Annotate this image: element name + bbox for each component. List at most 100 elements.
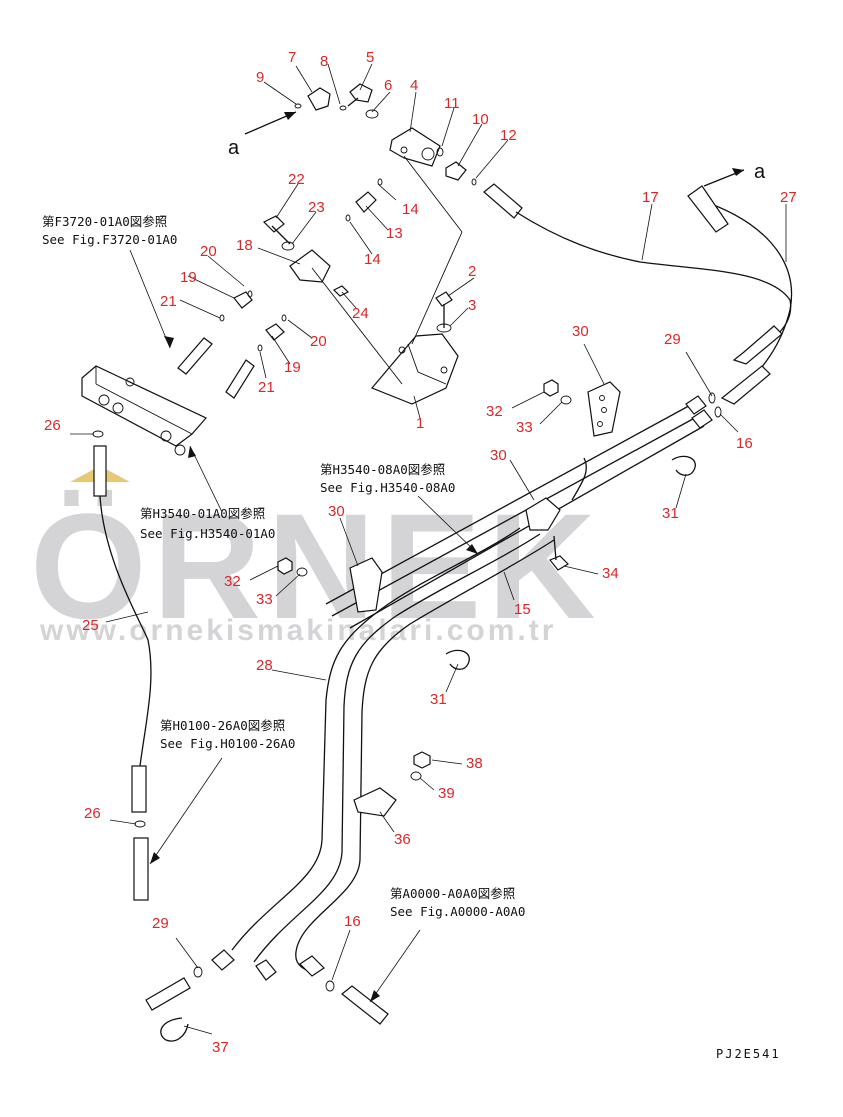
washer-33a bbox=[560, 395, 572, 405]
manifold-port bbox=[125, 377, 135, 387]
callout-16a: 16 bbox=[736, 435, 753, 452]
hose-17 bbox=[515, 211, 792, 357]
ref-f3720-jp: 第F3720-01A0図参照 bbox=[42, 214, 167, 229]
callout-26b: 26 bbox=[84, 805, 101, 822]
elbow-31b bbox=[445, 649, 470, 670]
callout-25: 25 bbox=[82, 617, 99, 634]
callout-28: 28 bbox=[256, 657, 273, 674]
callout-26a: 26 bbox=[44, 417, 61, 434]
leader-line bbox=[675, 473, 687, 509]
callout-27: 27 bbox=[780, 189, 797, 206]
leader-line bbox=[413, 395, 421, 419]
callout-39: 39 bbox=[438, 785, 455, 802]
callout-30a: 30 bbox=[572, 323, 589, 340]
leader-line bbox=[419, 777, 435, 791]
manifold-port bbox=[98, 394, 110, 406]
callout-31a: 31 bbox=[662, 505, 679, 522]
leader-line bbox=[109, 819, 137, 825]
arrow-a-right-head bbox=[732, 168, 744, 176]
bolt-34 bbox=[549, 555, 569, 571]
manifold-port bbox=[160, 430, 172, 442]
clamp-hole bbox=[601, 407, 607, 413]
ref-arrow-head bbox=[188, 446, 196, 458]
leader-line bbox=[475, 139, 509, 179]
oring-16b bbox=[325, 980, 335, 992]
oring-26b bbox=[134, 820, 146, 828]
tube-28c bbox=[295, 539, 555, 973]
callout-7: 7 bbox=[288, 49, 296, 66]
leader-line bbox=[503, 571, 515, 601]
hose-27-end-b bbox=[720, 365, 771, 405]
leader-line bbox=[341, 291, 357, 309]
ref-arrow-h3540-08 bbox=[417, 495, 479, 555]
leader-line bbox=[379, 811, 395, 833]
hoses-17-27: a bbox=[515, 161, 793, 405]
hose-25-top-end bbox=[93, 445, 107, 497]
centerline bbox=[311, 267, 403, 385]
tube-15c bbox=[349, 425, 705, 629]
callout-2: 2 bbox=[468, 263, 476, 280]
callout-20a: 20 bbox=[200, 243, 217, 260]
callout-29a: 29 bbox=[664, 331, 681, 348]
clamp-30b bbox=[525, 497, 561, 531]
leader-line bbox=[183, 1025, 213, 1035]
callout-16b: 16 bbox=[344, 913, 361, 930]
leader-line bbox=[445, 663, 459, 693]
tube-15b bbox=[331, 413, 703, 617]
view-marker-left: a bbox=[228, 137, 240, 159]
leader-line bbox=[447, 277, 475, 297]
watermark-url: www.ornekismakinalari.com.tr bbox=[39, 614, 556, 647]
callout-1: 1 bbox=[416, 415, 424, 432]
oring-12 bbox=[471, 178, 477, 186]
ref-h3540-01-jp: 第H3540-01A0図参照 bbox=[140, 506, 265, 521]
oring-11 bbox=[436, 147, 444, 157]
leader-line bbox=[175, 937, 199, 969]
oring-8 bbox=[339, 105, 347, 111]
callout-36: 36 bbox=[394, 831, 411, 848]
fitting-10 bbox=[445, 161, 467, 181]
ref-h0100-en: See Fig.H0100-26A0 bbox=[160, 736, 295, 751]
ref-f3720-en: See Fig.F3720-01A0 bbox=[42, 232, 177, 247]
bracket-1-assembly bbox=[311, 155, 463, 405]
leader-line bbox=[105, 611, 149, 623]
callout-31b: 31 bbox=[430, 691, 447, 708]
washer-39 bbox=[410, 771, 422, 781]
leader-line bbox=[259, 351, 267, 379]
clamp-30a bbox=[587, 381, 621, 437]
callout-13: 13 bbox=[386, 225, 403, 242]
leader-line bbox=[257, 247, 301, 265]
hose-end-17a bbox=[483, 183, 523, 219]
callout-33a: 33 bbox=[516, 419, 533, 436]
hose-17-end bbox=[732, 325, 783, 365]
bracket-1 bbox=[371, 333, 459, 405]
tube-end-16b bbox=[299, 955, 325, 977]
clamp-hole bbox=[597, 421, 603, 427]
ref-arrow-f3720 bbox=[129, 249, 171, 349]
bolt-5-shank bbox=[347, 97, 359, 107]
leader-line bbox=[511, 391, 545, 409]
nut-38 bbox=[413, 751, 431, 769]
leader-line bbox=[295, 65, 313, 93]
callout-leaders bbox=[70, 63, 787, 1035]
nut-32a bbox=[543, 379, 559, 397]
ref-arrow-h3540-01 bbox=[189, 445, 223, 513]
callout-18: 18 bbox=[236, 237, 253, 254]
callout-15: 15 bbox=[514, 601, 531, 618]
centerline bbox=[411, 231, 463, 345]
bolt-2 bbox=[435, 291, 453, 307]
leader-line bbox=[641, 203, 653, 261]
ref-h3540-08-jp: 第H3540-08A0図参照 bbox=[320, 462, 445, 477]
leader-line bbox=[249, 565, 279, 581]
callout-17: 17 bbox=[642, 189, 659, 206]
hose-end-bottom-right bbox=[341, 985, 389, 1025]
bracket-hole bbox=[440, 366, 448, 374]
ref-h3540-01-en: See Fig.H3540-01A0 bbox=[140, 526, 275, 541]
drawing-code: PJ2E541 bbox=[716, 1047, 781, 1061]
callout-14b: 14 bbox=[364, 251, 381, 268]
ref-arrow-head bbox=[466, 544, 478, 554]
leader-line bbox=[563, 565, 599, 575]
clamps bbox=[277, 379, 621, 817]
leader-line bbox=[719, 413, 739, 433]
elbow-37 bbox=[160, 1017, 189, 1042]
